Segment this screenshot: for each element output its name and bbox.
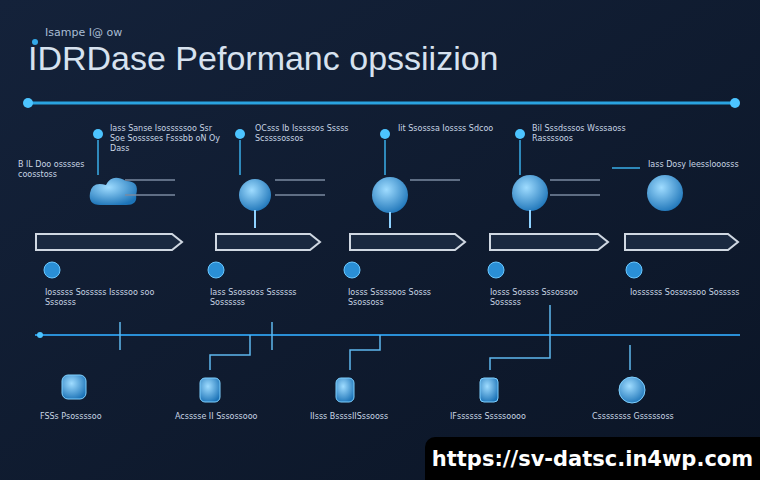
note-text: Iass Sanse Isosssssoo Ssr Soe Sosssses F… (110, 124, 220, 154)
diagram-title: IDRDase Peformanc opssiizion (28, 38, 728, 78)
note-text: Isampe I@ ow (45, 26, 165, 39)
note-text: Cssssssss Gsssssoss (592, 412, 722, 422)
note-text: Bil Sssdsssos Wsssaoss Rassssoos (532, 124, 642, 144)
note-text: OCsss Ib Isssssos Sssss Scssssossos (255, 124, 365, 144)
note-text: FSSs Psossssoo (40, 412, 150, 422)
note-text: Iosss Sossss Sssossoo Sosssss (490, 288, 605, 308)
note-text: IIsss BssssIISssooss (310, 412, 440, 422)
note-text: B lL Doo osssses coosstoss (18, 160, 90, 180)
note-text: Iass Dosy Ieesslooosss (648, 160, 748, 170)
watermark-box: https://sv-datsc.in4wp.com (425, 437, 760, 480)
note-text: Iosssss Sosssss Issssoo soo Sssosss (45, 288, 160, 308)
note-text: Iossssss Sossossoo Sosssss (630, 288, 740, 298)
note-text: Iit Ssosssa Iossss Sdcoo (398, 124, 508, 134)
note-text: IFssssss Sssssoooo (450, 412, 580, 422)
watermark-text: https://sv-datsc.in4wp.com (432, 447, 753, 471)
note-text: Iosss Sssssoos Sosss Ssossoss (348, 288, 463, 308)
note-text: Acsssse II Sssossooo (175, 412, 295, 422)
note-text: Iass Ssossoss Sssssss Sossssss (210, 288, 325, 308)
